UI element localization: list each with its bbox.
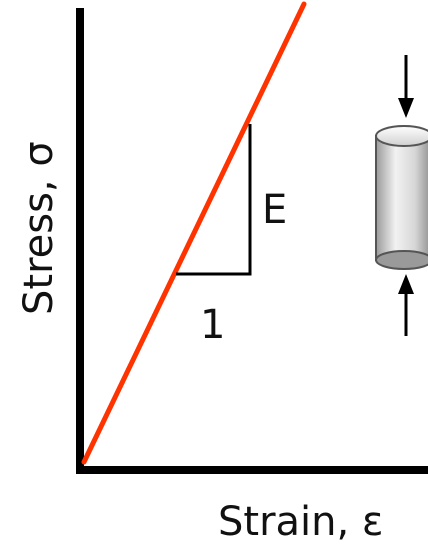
bottom-arrowhead	[398, 274, 414, 294]
cylinder-bottom	[375, 250, 428, 270]
slope-triangle	[176, 124, 252, 276]
slope-run-label: 1	[200, 302, 225, 348]
y-axis-label: Stress, σ	[16, 141, 62, 315]
x-axis-label: Strain, ε	[218, 499, 384, 545]
compressed-cylinder-icon	[375, 55, 428, 336]
cylinder-body	[375, 135, 428, 261]
slope-rise-label: E	[262, 187, 287, 233]
top-arrowhead	[398, 98, 414, 118]
cylinder-top	[375, 125, 428, 147]
linear-elastic-line	[81, 1, 307, 465]
